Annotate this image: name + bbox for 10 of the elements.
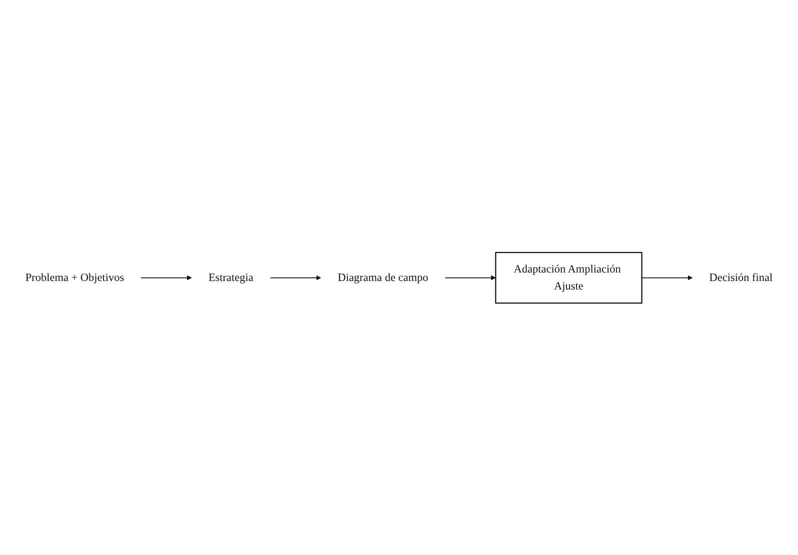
arrow — [444, 275, 496, 280]
arrow — [641, 275, 693, 280]
node-text: Estrategia — [208, 271, 254, 284]
node-text: Diagrama de campo — [338, 271, 428, 284]
flow-diagram: Problema + Objetivos Estrategia Diagrama de campo Adaptación Ampliación Ajuste Decisión final — [4, 248, 794, 308]
arrow — [140, 275, 192, 280]
node-text: Problema + Objetivos — [25, 271, 124, 284]
node-box — [495, 252, 642, 304]
node-text: Decisión final — [709, 271, 773, 284]
arrow — [270, 275, 322, 280]
